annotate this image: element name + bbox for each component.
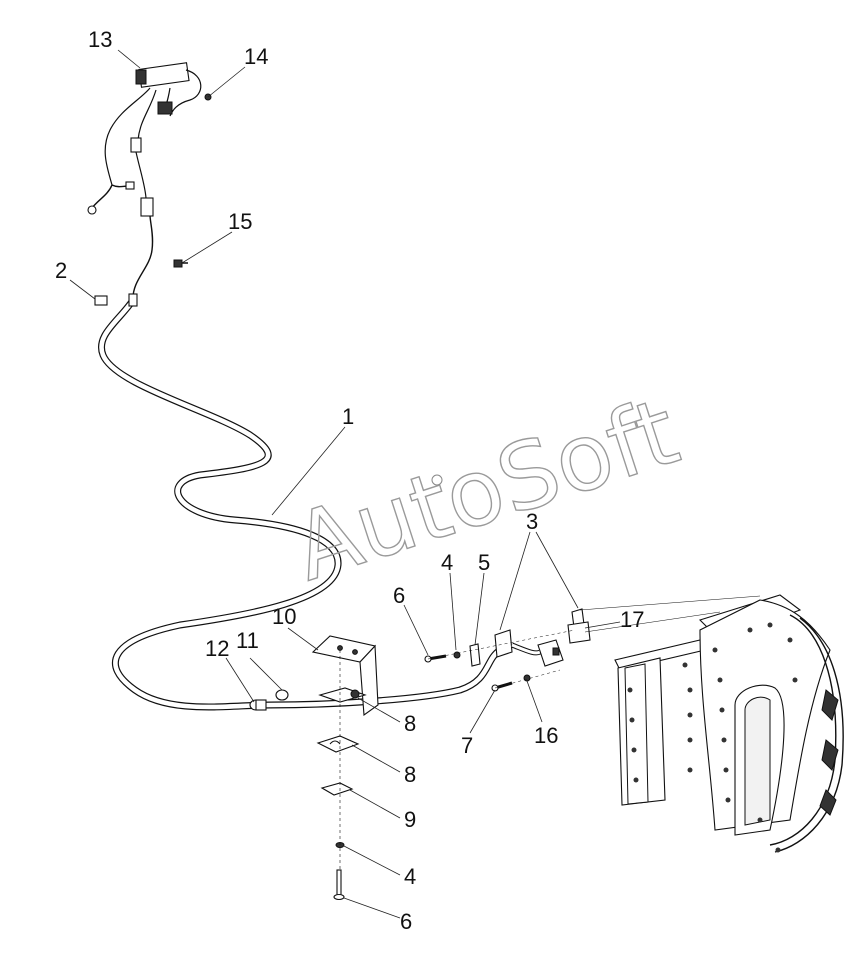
callout-1: 1 — [342, 404, 354, 429]
callout-10: 10 — [272, 604, 296, 629]
clamp-5 — [469, 643, 481, 667]
callout-15: 15 — [228, 209, 252, 234]
callout-3: 3 — [526, 509, 538, 534]
mounting-bracket-10 — [311, 635, 379, 717]
callout-8-lower: 8 — [404, 762, 416, 787]
callout-4-lower: 4 — [404, 864, 416, 889]
plate-9 — [320, 782, 354, 796]
nut-12 — [249, 699, 267, 711]
clamp-block-lower-8 — [316, 735, 360, 753]
callout-4-upper: 4 — [441, 550, 453, 575]
callout-6-lower: 6 — [400, 909, 412, 934]
callout-16: 16 — [534, 723, 558, 748]
bolt-15 — [173, 259, 188, 268]
control-box-assembly — [87, 62, 202, 217]
clip-2 — [94, 295, 108, 306]
pad-17 — [567, 621, 591, 644]
nut-16 — [523, 674, 531, 682]
watermark-cursor-icon — [431, 474, 443, 486]
callout-12: 12 — [205, 636, 229, 661]
callout-11: 11 — [236, 628, 259, 653]
bolt-6-lower — [333, 869, 345, 901]
mounting-frame-assembly — [614, 594, 844, 853]
callout-17: 17 — [620, 607, 644, 632]
callout-2: 2 — [55, 258, 67, 283]
callout-8-upper: 8 — [404, 711, 416, 736]
callout-13: 13 — [88, 27, 112, 52]
cable-harness — [98, 214, 504, 711]
leader-lines — [69, 49, 621, 919]
callout-9: 9 — [404, 807, 416, 832]
callout-labels: 13 14 15 2 1 3 4 5 6 17 10 12 11 8 7 16 … — [55, 27, 644, 934]
washer-4-upper — [453, 651, 461, 659]
callout-7: 7 — [461, 733, 473, 758]
callout-14: 14 — [244, 44, 268, 69]
clamp-block-upper-8 — [318, 687, 367, 703]
callout-6-upper: 6 — [393, 583, 405, 608]
washer-11 — [275, 689, 289, 701]
callout-5: 5 — [478, 550, 490, 575]
